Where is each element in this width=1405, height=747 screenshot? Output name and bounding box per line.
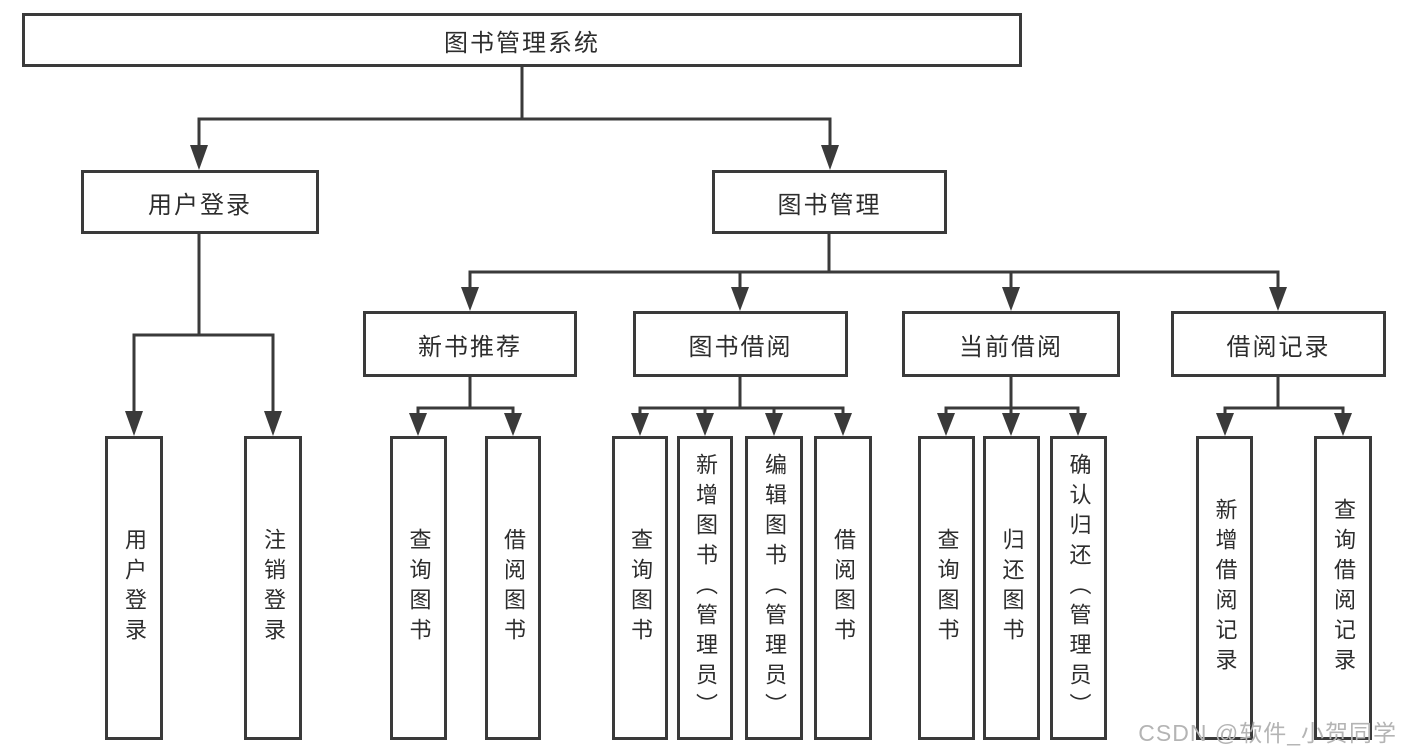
leaf-user-login: 用户登录 (105, 436, 163, 740)
node-new-book-recommend-label: 新书推荐 (418, 333, 522, 361)
node-book-management-label: 图书管理 (777, 191, 882, 219)
leaf-current-query-books: 查询图书 (918, 436, 975, 740)
leaf-recommend-query-books-label: 查询图书 (406, 528, 432, 648)
leaf-user-login-label: 用户登录 (122, 528, 147, 648)
leaf-current-query-books-label: 查询图书 (934, 528, 960, 648)
connector-borrow-to-leaves (631, 377, 852, 436)
leaf-query-borrow-record-label: 查询借阅记录 (1331, 498, 1356, 678)
connector-recommend-to-leaves (409, 377, 522, 436)
csdn-watermark: CSDN @软件_小贺同学 (1138, 720, 1397, 746)
leaf-borrow-book: 借阅图书 (814, 436, 872, 740)
leaf-edit-book-admin-label: 编辑图书（管理员） (762, 453, 787, 723)
node-current-borrow-label: 当前借阅 (959, 333, 1063, 361)
connector-root-to-level2 (190, 67, 839, 170)
leaf-logout: 注销登录 (244, 436, 302, 740)
leaf-query-borrow-record: 查询借阅记录 (1314, 436, 1372, 740)
leaf-confirm-return-admin-label: 确认归还（管理员） (1066, 453, 1092, 723)
connector-current-to-leaves (937, 377, 1087, 436)
leaf-return-book-label: 归还图书 (999, 528, 1025, 648)
leaf-add-book-admin-label: 新增图书（管理员） (693, 453, 718, 723)
leaf-edit-book-admin: 编辑图书（管理员） (745, 436, 803, 740)
leaf-recommend-query-books: 查询图书 (390, 436, 447, 740)
node-new-book-recommend: 新书推荐 (363, 311, 577, 377)
leaf-logout-label: 注销登录 (261, 528, 286, 648)
node-borrow-records-label: 借阅记录 (1226, 333, 1331, 361)
leaf-add-book-admin: 新增图书（管理员） (677, 436, 733, 740)
node-borrow-records: 借阅记录 (1171, 311, 1386, 377)
node-book-management: 图书管理 (712, 170, 947, 234)
node-root-system: 图书管理系统 (22, 13, 1022, 67)
node-current-borrow: 当前借阅 (902, 311, 1120, 377)
node-user-login: 用户登录 (81, 170, 319, 234)
node-book-borrow: 图书借阅 (633, 311, 848, 377)
node-root-system-label: 图书管理系统 (444, 29, 600, 57)
leaf-confirm-return-admin: 确认归还（管理员） (1050, 436, 1107, 740)
leaf-recommend-borrow-books-label: 借阅图书 (501, 528, 526, 648)
leaf-borrow-book-label: 借阅图书 (831, 528, 856, 648)
leaf-return-book: 归还图书 (983, 436, 1040, 740)
leaf-borrow-query-books-label: 查询图书 (628, 528, 653, 648)
connector-records-to-leaves (1216, 377, 1352, 436)
leaf-recommend-borrow-books: 借阅图书 (485, 436, 541, 740)
leaf-add-borrow-record: 新增借阅记录 (1196, 436, 1253, 740)
connector-management-to-level3 (461, 234, 1287, 311)
node-book-borrow-label: 图书借阅 (688, 333, 793, 361)
node-user-login-label: 用户登录 (148, 191, 252, 219)
leaf-add-borrow-record-label: 新增借阅记录 (1212, 498, 1238, 678)
connector-login-to-leaves (125, 234, 282, 436)
leaf-borrow-query-books: 查询图书 (612, 436, 668, 740)
